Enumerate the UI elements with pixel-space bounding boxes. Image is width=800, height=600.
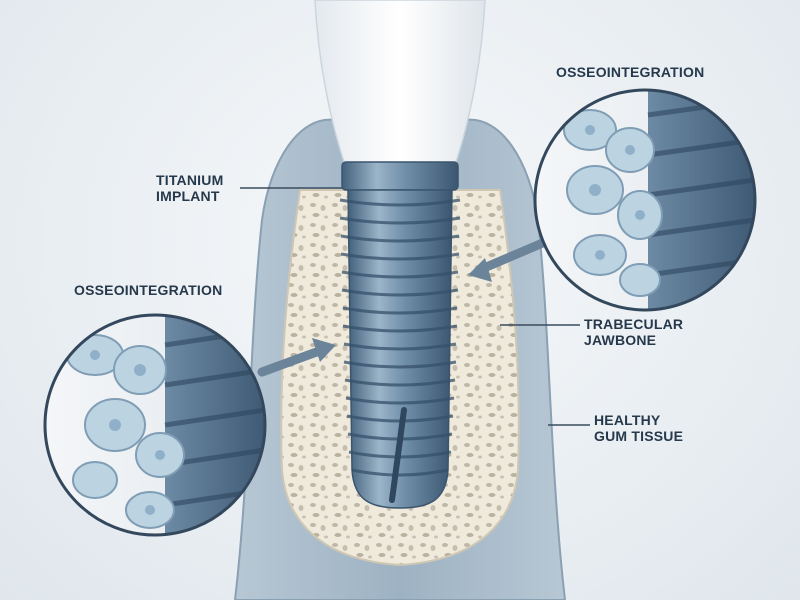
arrow-right [468,237,550,282]
label-healthy-gum-tissue: HEALTHY GUM TISSUE [594,412,683,444]
label-titanium-implant: TITANIUM IMPLANT [156,172,223,204]
osseointegration-magnifier-left [43,313,267,537]
label-osseointegration-left: OSSEOINTEGRATION [74,282,223,298]
label-healthy-gum-tissue-line1: HEALTHY [594,412,661,428]
label-titanium-implant-line2: IMPLANT [156,188,220,204]
arrow-left [257,338,336,377]
leader-lines [240,187,590,426]
crown-shape [314,0,486,166]
label-trabecular-jawbone-line2: JAWBONE [584,332,657,348]
label-trabecular-jawbone: TRABECULAR JAWBONE [584,316,683,348]
label-healthy-gum-tissue-line2: GUM TISSUE [594,428,684,444]
titanium-implant [339,161,461,509]
osseointegration-magnifier-right [533,88,757,312]
label-titanium-implant-line1: TITANIUM [156,172,224,188]
label-osseointegration-top: OSSEOINTEGRATION [556,64,705,80]
label-trabecular-jawbone-line1: TRABECULAR [584,316,684,332]
